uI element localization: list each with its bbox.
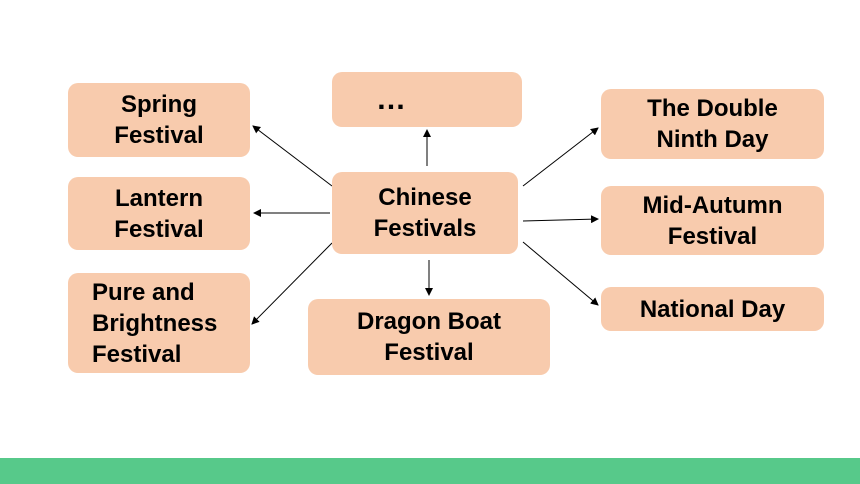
node-spring-festival: Spring Festival bbox=[68, 83, 250, 157]
node-lantern-festival: Lantern Festival bbox=[68, 177, 250, 250]
arrow-to-pure-brightness bbox=[251, 242, 333, 325]
node-dragon-boat-festival: Dragon Boat Festival bbox=[308, 299, 550, 375]
node-pure-brightness-festival: Pure and Brightness Festival bbox=[68, 273, 250, 373]
node-more: … bbox=[332, 72, 522, 127]
arrow-to-spring bbox=[252, 125, 333, 187]
node-mid-autumn-festival: Mid-Autumn Festival bbox=[601, 186, 824, 255]
center-node-chinese-festivals: Chinese Festivals bbox=[332, 172, 518, 254]
arrow-to-double-ninth bbox=[522, 127, 599, 187]
arrow-to-mid-autumn bbox=[522, 215, 599, 224]
footer-bar bbox=[0, 458, 860, 484]
arrow-to-national-day bbox=[522, 241, 599, 306]
node-double-ninth-day: The Double Ninth Day bbox=[601, 89, 824, 159]
node-national-day: National Day bbox=[601, 287, 824, 331]
